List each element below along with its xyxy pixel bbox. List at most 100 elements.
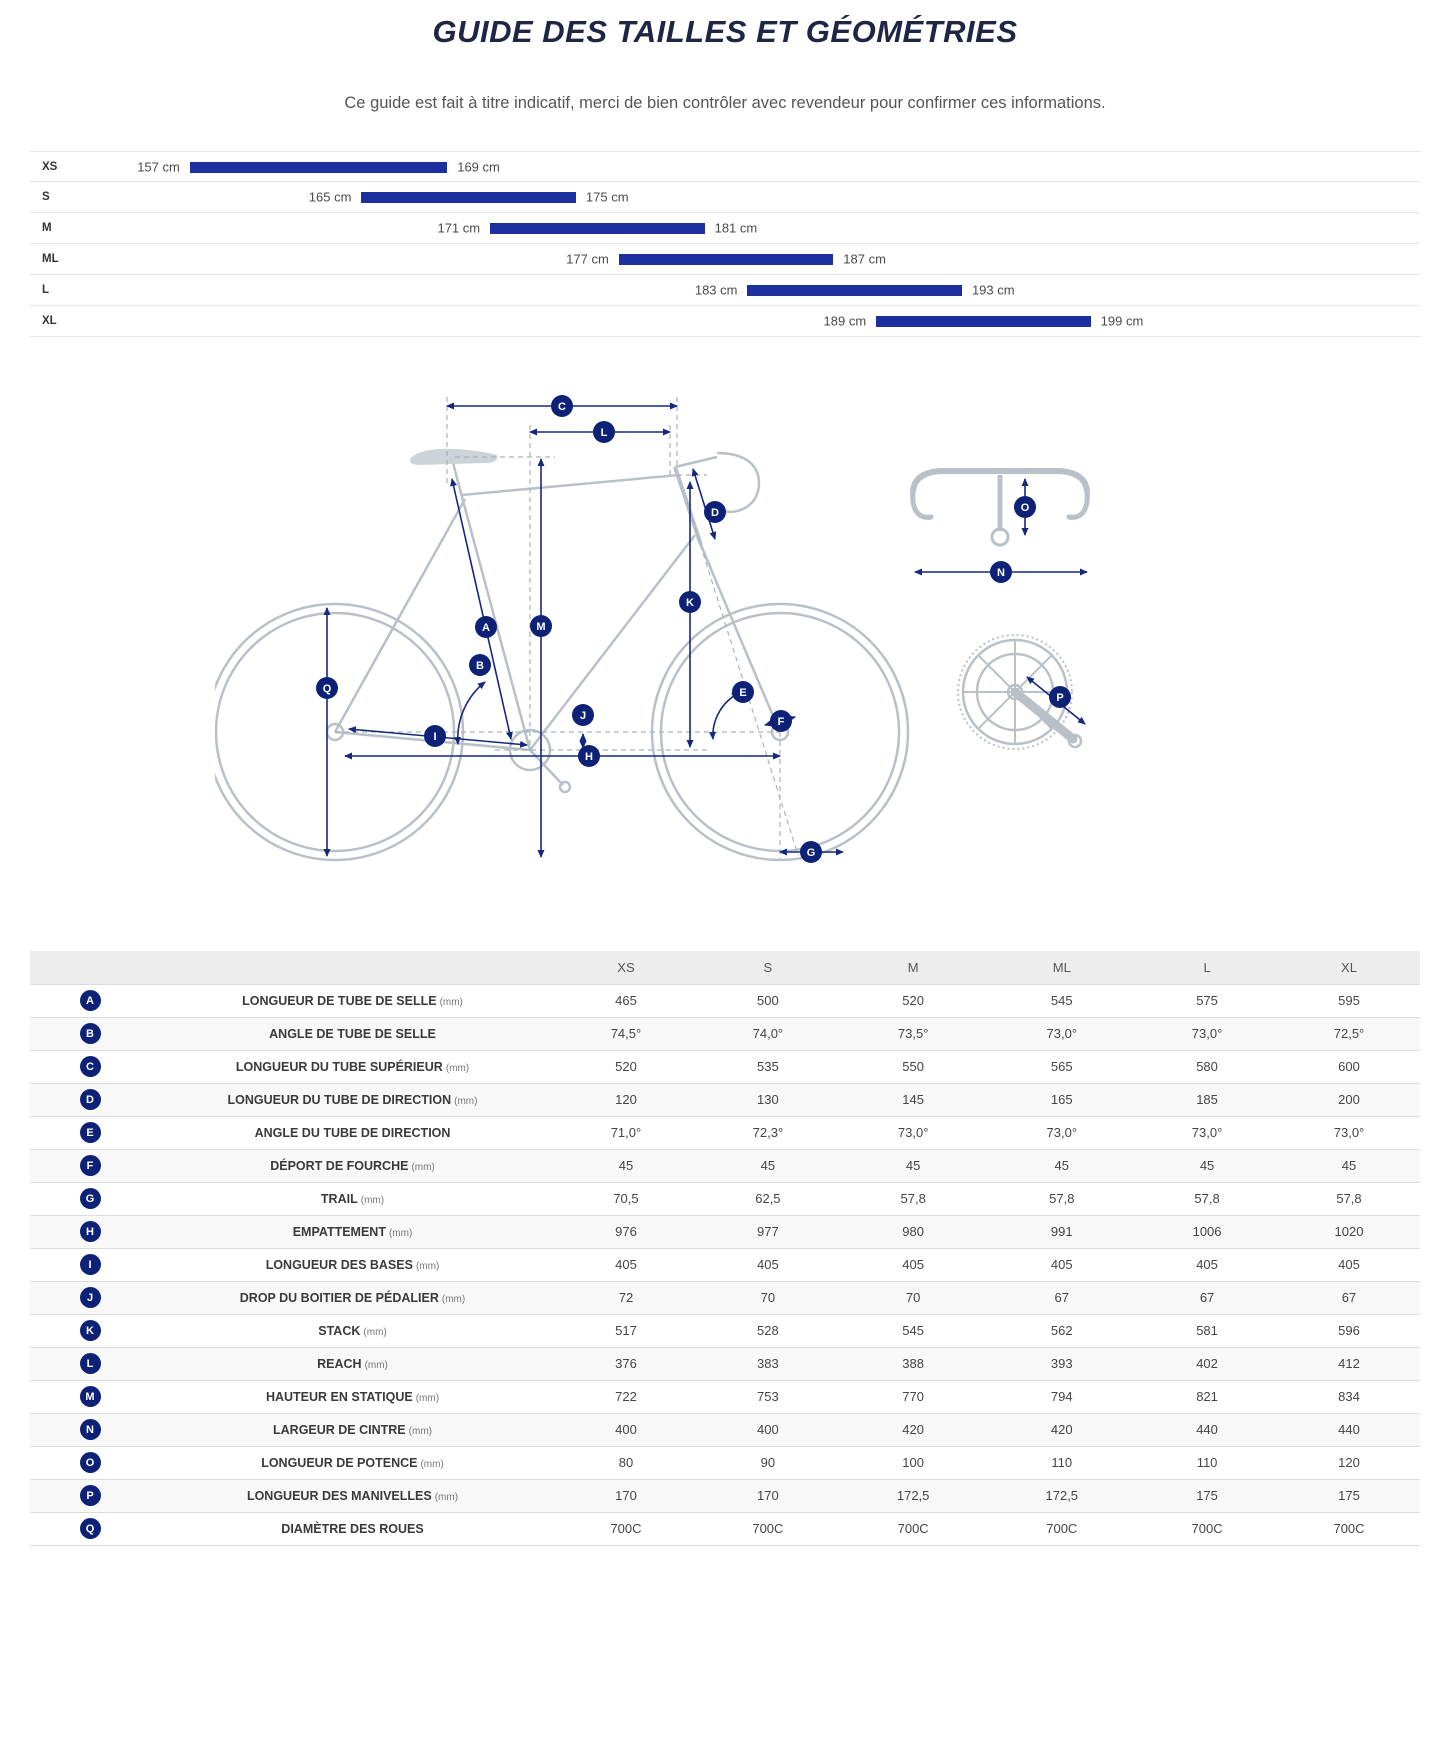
diagram-marker-A (475, 616, 497, 638)
table-value-cell: 175 (1136, 1478, 1279, 1512)
seatstay (333, 498, 467, 733)
table-value-cell: 100 (838, 1445, 988, 1479)
row-label-cell: LONGUEUR DU TUBE DE DIRECTION(mm) (150, 1082, 555, 1116)
row-unit: (mm) (411, 1161, 435, 1173)
table-value-cell: 562 (987, 1313, 1137, 1347)
table-value-cell: 170 (696, 1478, 839, 1512)
row-label-cell: DIAMÈTRE DES ROUES (150, 1511, 555, 1546)
row-letter-badge: O (79, 1452, 101, 1473)
row-label: LONGUEUR DE POTENCE (261, 1455, 418, 1470)
row-label-cell: REACH(mm) (150, 1346, 555, 1380)
row-letter-cell: A (30, 983, 150, 1017)
row-unit: (mm) (388, 1227, 413, 1239)
table-value-cell: 70 (838, 1280, 988, 1314)
saddle (409, 448, 498, 465)
table-value-cell: 393 (987, 1346, 1137, 1380)
table-value-cell: 794 (987, 1379, 1137, 1413)
table-value-cell: 110 (987, 1445, 1137, 1479)
row-unit: (mm) (363, 1326, 387, 1338)
diagram-marker-letter: F (778, 716, 785, 728)
table-value-cell: 700C (838, 1511, 988, 1546)
diagram-marker-letter: L (601, 427, 608, 439)
table-value-cell: 57,8 (838, 1181, 988, 1215)
table-value-cell: 581 (1136, 1313, 1279, 1347)
page-title: GUIDE DES TAILLES ET GÉOMÉTRIES (432, 14, 1018, 49)
row-label: HAUTEUR EN STATIQUE (265, 1389, 413, 1404)
size-range-bar (490, 223, 705, 234)
diagram-marker-Q (316, 677, 338, 699)
table-value-cell: 834 (1278, 1379, 1420, 1413)
table-value-cell: 73,0° (838, 1115, 988, 1149)
diagram-marker-letter: O (1021, 502, 1030, 514)
diagram-marker-K (679, 591, 701, 613)
diagram-marker-B (469, 654, 491, 676)
row-label-cell: DÉPORT DE FOURCHE(mm) (150, 1148, 555, 1182)
diagram-marker-letter: J (580, 710, 586, 722)
table-value-cell: 110 (1136, 1445, 1279, 1479)
row-unit: (mm) (415, 1392, 440, 1404)
table-value-cell: 465 (555, 983, 697, 1017)
table-value-cell: 200 (1278, 1082, 1420, 1116)
table-value-cell: 376 (555, 1346, 697, 1380)
table-value-cell: 1006 (1136, 1214, 1279, 1248)
table-value-cell: 57,8 (987, 1181, 1137, 1215)
table-value-cell: 545 (987, 983, 1137, 1017)
size-min-label: 165 cm (308, 189, 352, 205)
table-value-cell: 67 (987, 1280, 1137, 1314)
row-letter-cell: P (30, 1478, 150, 1512)
table-value-cell: 45 (1278, 1148, 1420, 1182)
table-value-cell: 67 (1278, 1280, 1420, 1314)
handlebar-detail (910, 468, 1090, 547)
row-letter-cell: G (30, 1181, 150, 1215)
row-label-cell: LARGEUR DE CINTRE(mm) (150, 1412, 555, 1446)
table-value-cell: 45 (555, 1148, 697, 1182)
table-value-cell: 420 (987, 1412, 1137, 1446)
row-letter-badge: D (79, 1089, 101, 1110)
table-column-header: S (696, 951, 839, 984)
table-value-cell: 770 (838, 1379, 988, 1413)
table-value-cell: 991 (987, 1214, 1137, 1248)
table-value-cell: 170 (555, 1478, 697, 1512)
size-min-label: 177 cm (566, 251, 609, 267)
table-value-cell: 753 (696, 1379, 839, 1413)
size-max-label: 169 cm (457, 159, 500, 174)
table-value-cell: 565 (987, 1049, 1137, 1083)
row-letter-badge: F (79, 1155, 101, 1176)
diagram-marker-C (551, 395, 573, 417)
row-letter-badge: J (79, 1287, 101, 1308)
table-value-cell: 70,5 (555, 1181, 697, 1215)
size-range-bar (876, 316, 1091, 327)
row-label: DIAMÈTRE DES ROUES (281, 1521, 424, 1536)
row-label: LARGEUR DE CINTRE (273, 1422, 406, 1437)
row-unit: (mm) (364, 1359, 388, 1371)
table-value-cell: 185 (1136, 1082, 1279, 1116)
row-label-cell: HAUTEUR EN STATIQUE(mm) (150, 1379, 555, 1413)
diagram-marker-letter: B (476, 660, 484, 672)
table-value-cell: 700C (1278, 1511, 1420, 1546)
diagram-marker-J (572, 704, 594, 726)
size-row-label: L (42, 284, 50, 296)
bike-frame (215, 448, 910, 862)
diagram-marker-N (990, 561, 1012, 583)
row-unit: (mm) (434, 1491, 459, 1503)
table-value-cell: 600 (1278, 1049, 1420, 1083)
size-max-label: 187 cm (843, 251, 886, 267)
row-letter-cell: K (30, 1313, 150, 1347)
row-letter-cell: H (30, 1214, 150, 1248)
diagram-marker-P (1049, 686, 1071, 708)
row-label-cell: EMPATTEMENT(mm) (150, 1214, 555, 1248)
table-value-cell: 72 (555, 1280, 697, 1314)
table-value-cell: 700C (987, 1511, 1137, 1546)
down-tube (529, 534, 696, 751)
row-label-cell: TRAIL(mm) (150, 1181, 555, 1215)
